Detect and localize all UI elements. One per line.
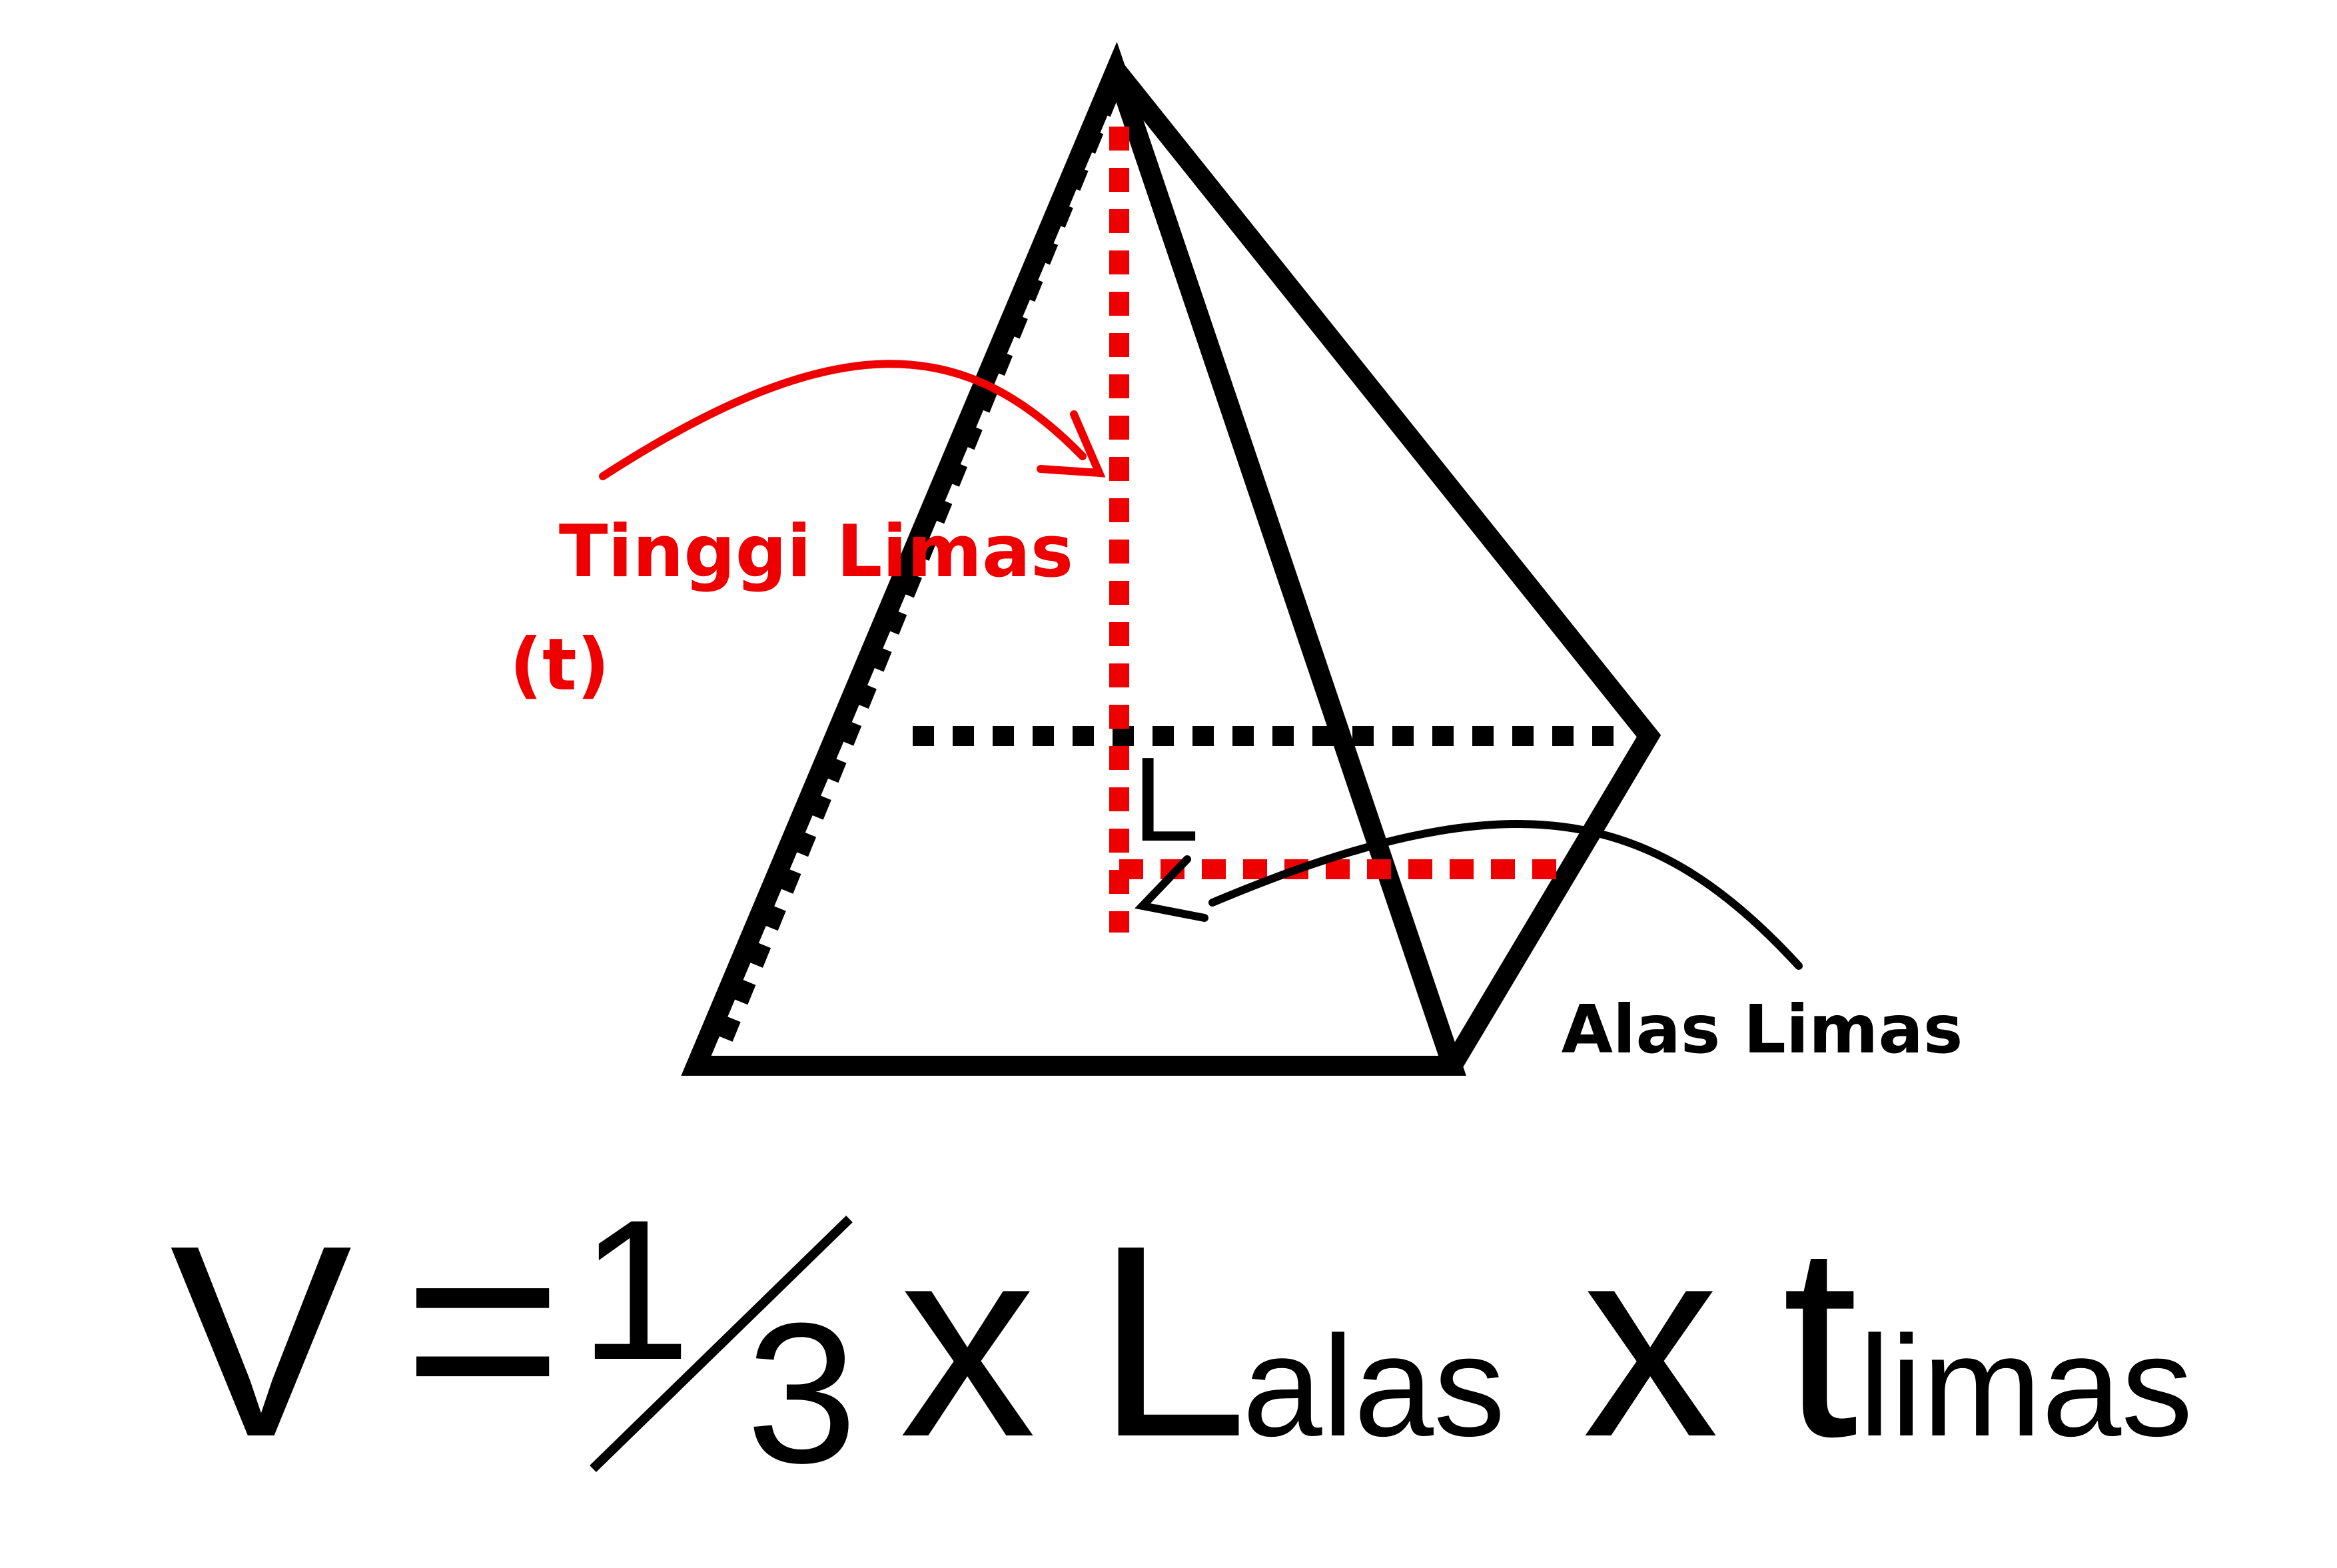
height-title-label: Tinggi Limas [559,510,1073,593]
height-arrow-head [1037,410,1106,478]
formula-fraction-denominator: 3 [746,1281,857,1505]
formula-fraction-numerator: 1 [580,1178,691,1401]
height-arrow [599,360,1106,480]
formula-times-2: x [1582,1188,1719,1493]
height-symbol-label: (t) [510,623,610,707]
height-lines [1109,127,1562,933]
formula-fraction-slash [590,1215,853,1473]
pyramid-outline [681,41,1661,1076]
pyramid-right-face [1108,63,1661,1071]
base-arrow [1135,820,1803,970]
base-title-label: Alas Limas [1562,990,1963,1068]
formula-area-symbol: L [1096,1188,1248,1493]
right-angle-mark: L [1133,733,1199,867]
formula-volume-symbol: V [170,1188,353,1493]
base-arrow-head [1135,855,1208,922]
pyramid-front-face [681,41,1466,1076]
formula-height-symbol: t [1782,1188,1859,1493]
height-arrow-curve [599,360,1087,480]
formula-times-1: x [899,1188,1036,1493]
formula-height-subscript: limas [1859,1306,2193,1466]
base-arrow-curve [1208,820,1803,970]
formula-area-subscript: alas [1242,1306,1505,1466]
volume-formula: V = 1 3 x L alas x t limas [170,1175,2193,1505]
formula-equals-sign: = [403,1175,562,1480]
